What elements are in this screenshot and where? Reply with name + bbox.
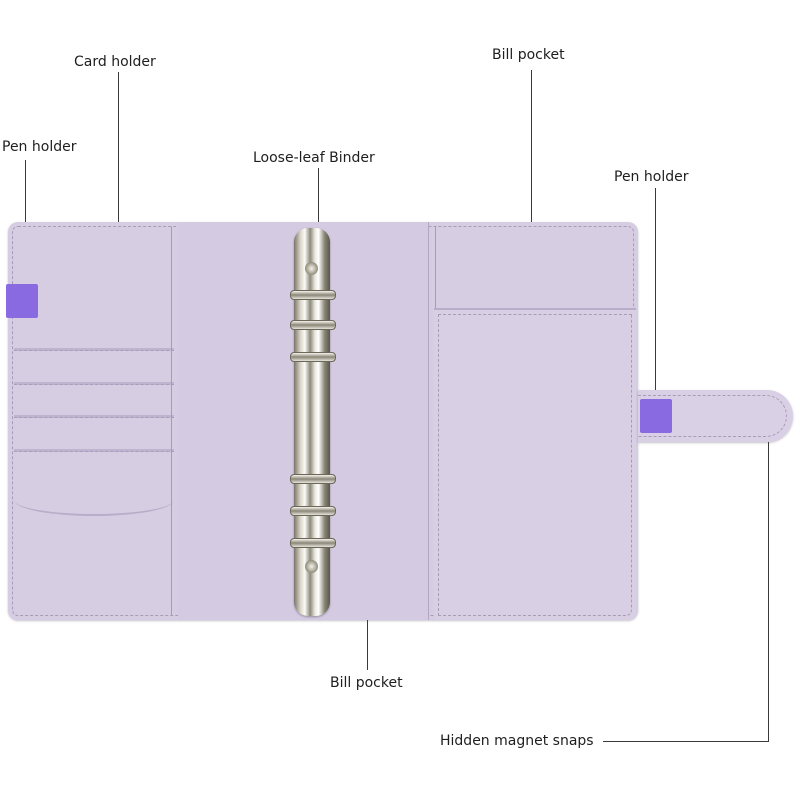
pen-holder-left xyxy=(6,284,38,318)
label-hidden-magnet-snaps: Hidden magnet snaps xyxy=(440,733,594,749)
card-slot-3 xyxy=(14,415,174,418)
card-slot-2 xyxy=(14,382,174,385)
leader-magnet-v xyxy=(768,418,769,742)
ring-3 xyxy=(290,352,336,362)
leader-bill-pocket-top xyxy=(531,70,532,308)
label-bill-pocket-bottom: Bill pocket xyxy=(330,675,403,691)
ring-5 xyxy=(290,506,336,516)
label-bill-pocket-top: Bill pocket xyxy=(492,47,565,63)
left-panel xyxy=(6,222,178,620)
rivet-top xyxy=(305,262,318,275)
seam-stitch-left xyxy=(171,226,172,616)
label-card-holder: Card holder xyxy=(74,54,156,70)
ring-2 xyxy=(290,320,336,330)
ring-mechanism xyxy=(290,228,336,616)
card-slot-4 xyxy=(14,449,174,452)
strap-stitching xyxy=(638,395,787,437)
ring-1 xyxy=(290,290,336,300)
seam-right xyxy=(428,222,429,620)
magnetic-strap xyxy=(638,390,793,442)
leader-magnet-h xyxy=(603,741,768,742)
pen-holder-right xyxy=(640,399,672,433)
ring-6 xyxy=(290,538,336,548)
label-pen-holder-left: Pen holder xyxy=(2,139,77,155)
pocket-stitch xyxy=(438,314,632,616)
leader-loose-leaf-binder xyxy=(318,168,319,228)
curved-pocket xyxy=(14,500,174,516)
leader-pen-holder-right xyxy=(655,188,656,410)
card-slot-1 xyxy=(14,348,174,351)
label-loose-leaf-binder: Loose-leaf Binder xyxy=(253,150,375,166)
ring-4 xyxy=(290,474,336,484)
label-pen-holder-right: Pen holder xyxy=(614,169,689,185)
bill-pocket-right xyxy=(434,308,636,620)
rivet-bottom xyxy=(305,560,318,573)
